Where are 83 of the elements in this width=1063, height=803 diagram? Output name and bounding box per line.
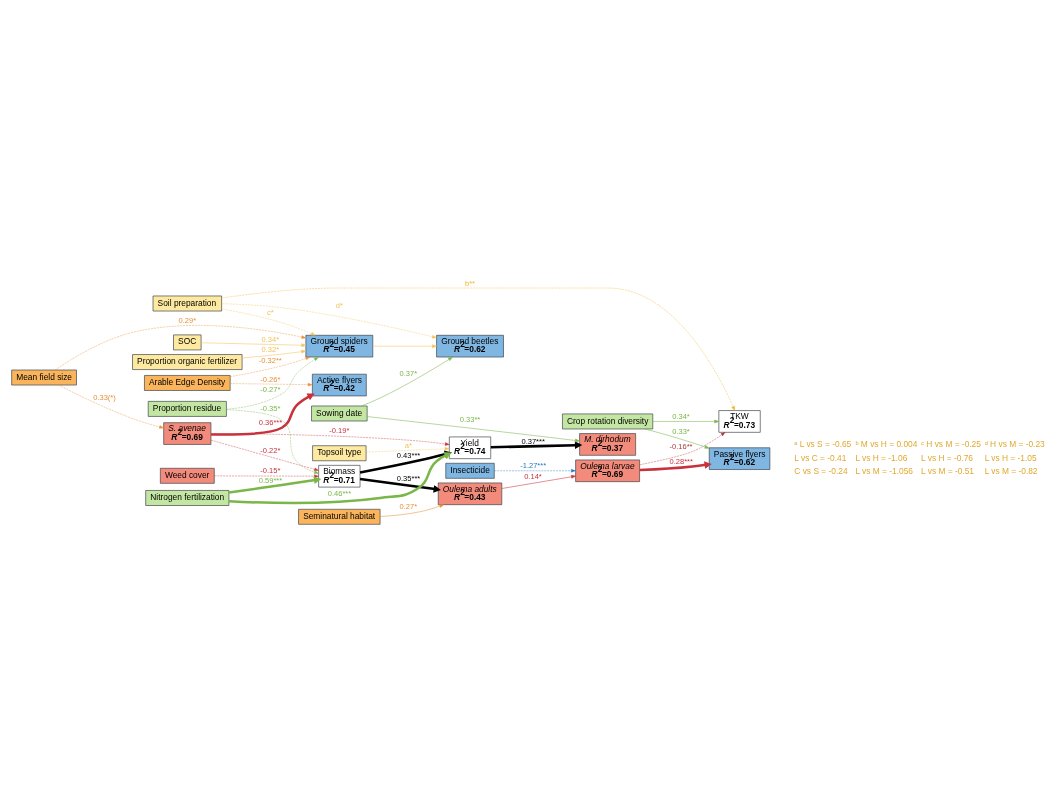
arrow — [361, 356, 453, 406]
label: C vs S = -0.24 — [794, 465, 848, 476]
edge-label: c* — [266, 307, 274, 317]
arrow — [230, 382, 313, 386]
node-box: Mean field size — [11, 369, 77, 385]
arrow — [379, 503, 445, 517]
node-box: Proportion residue — [147, 400, 227, 417]
label: L vs H = -0.76 — [921, 452, 974, 463]
edge-label: 0.43*** — [396, 450, 421, 460]
edge-label: -0.19* — [329, 425, 350, 435]
edge-label: 0.27* — [399, 501, 418, 511]
edge-label: 0.59*** — [258, 475, 283, 485]
arrow — [366, 415, 580, 442]
arrow — [494, 468, 576, 472]
edge-label: -1.27*** — [520, 460, 547, 470]
edge-label: 0.33** — [459, 414, 481, 424]
arrow — [221, 308, 316, 335]
arrow — [639, 431, 726, 465]
edge-label: 0.37* — [399, 368, 418, 378]
arrow — [372, 343, 437, 348]
label: ᵈ H vs M = -0.23 — [984, 438, 1045, 449]
node-box: Seminatural habitat — [298, 508, 381, 525]
edge-label: 0.37*** — [521, 436, 545, 446]
label: L vs H = -1.06 — [855, 452, 908, 463]
node-box: SOC — [173, 334, 202, 350]
label: L vs C = -0.41 — [794, 452, 847, 463]
edge-label: -0.22* — [260, 445, 281, 455]
node-box: Topsoil type — [312, 444, 367, 461]
edge-label: 0.46*** — [327, 488, 352, 498]
edge-label: -0.26* — [260, 374, 281, 384]
edge-label: 0.35*** — [396, 473, 421, 483]
arrow — [230, 356, 311, 377]
edge-label: -0.32** — [258, 355, 282, 365]
edge-label: 0.34* — [261, 334, 280, 344]
edge-label: 0.14* — [524, 471, 542, 481]
arrow — [58, 384, 164, 429]
edge-label: d* — [335, 300, 343, 310]
arrow — [228, 475, 322, 494]
edge-label: 0.29* — [178, 315, 197, 325]
edge-label: -0.35* — [260, 403, 281, 413]
label: L vs M = -0.82 — [984, 465, 1038, 476]
edge-label: 0.36*** — [258, 417, 283, 427]
label: ᵃ L vs S = -0.65 — [794, 438, 852, 449]
arrow — [241, 349, 306, 358]
node-box: Sowing date — [311, 405, 368, 421]
arrow — [490, 440, 583, 449]
edge-label: -0.27* — [260, 384, 281, 393]
edge-label: a* — [404, 440, 412, 450]
arrow — [210, 439, 319, 471]
label: L vs M = -0.51 — [921, 465, 974, 476]
label: ᵇ M vs H = 0.004 — [855, 438, 918, 449]
node-box: Insecticide — [445, 462, 495, 479]
edge-label: 0.33* — [672, 426, 690, 436]
label: L vs M = -1.056 — [855, 465, 913, 476]
label: ᶜ H vs M = -0.25 — [921, 438, 981, 449]
arrow — [501, 474, 576, 489]
arrow — [226, 356, 319, 409]
label: L vs H = -1.05 — [984, 452, 1037, 463]
arrow — [226, 408, 319, 474]
edge-label: b** — [465, 278, 476, 288]
edge-label: -0.15* — [260, 465, 281, 475]
node-box: Proportion organic fertilizer — [132, 353, 243, 370]
arrow — [211, 392, 315, 436]
node-box: Weed cover — [160, 467, 215, 484]
arrow — [652, 419, 720, 423]
arrow — [639, 460, 712, 471]
arrow — [221, 287, 735, 411]
node-box: Arable Edge Density — [144, 374, 231, 391]
arrow — [214, 474, 319, 478]
arrow — [221, 303, 437, 338]
arrow — [365, 446, 450, 452]
arrow — [644, 428, 710, 449]
edge-label: 0.28*** — [669, 456, 693, 466]
edge-label: 0.33(*) — [93, 392, 116, 402]
node-box: Crop rotation diversity — [562, 413, 654, 429]
edge-label: -0.16** — [669, 441, 693, 451]
arrow — [210, 432, 450, 446]
edge-label: 0.34* — [672, 411, 690, 421]
edge-label: 0.32* — [261, 344, 280, 354]
node-box: Soil preparation — [152, 295, 222, 311]
node-box: Nitrogen fertilization — [145, 489, 230, 506]
arrow — [359, 477, 441, 493]
arrow — [200, 341, 307, 347]
